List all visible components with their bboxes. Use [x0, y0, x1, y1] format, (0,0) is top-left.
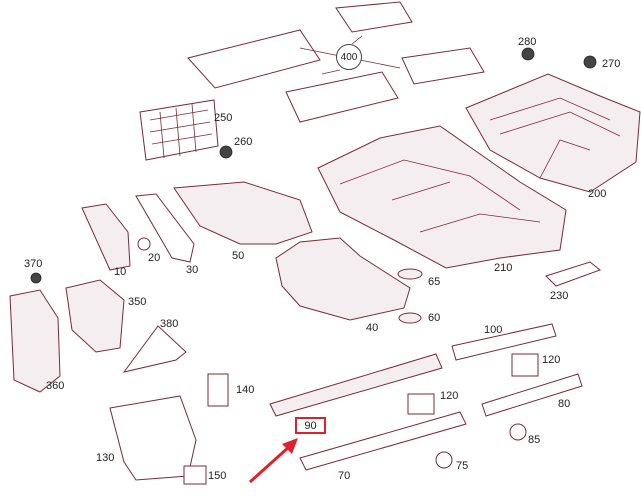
label-80: 80: [558, 398, 571, 410]
label-230: 230: [550, 290, 569, 302]
clip-120a: [511, 353, 539, 377]
label-100: 100: [484, 324, 503, 336]
clamp-230: [545, 261, 602, 287]
sill-plate-70: [299, 411, 467, 471]
label-40: 40: [366, 322, 379, 334]
side-trim-30: [135, 193, 195, 263]
fastener-75: [435, 451, 453, 469]
label-250: 250: [214, 112, 233, 124]
clip-120b: [407, 393, 435, 415]
sill-plate-90: [269, 353, 443, 417]
sill-plate-100: [451, 323, 557, 361]
highlight-box-90: 90: [295, 417, 326, 434]
fastener-85: [509, 423, 527, 441]
label-65: 65: [428, 276, 441, 288]
label-210: 210: [494, 262, 513, 274]
floor-mat-set: [187, 1, 485, 123]
label-50: 50: [232, 250, 245, 262]
wheelhouse-trim-40: [275, 237, 411, 321]
label-150: 150: [208, 470, 227, 482]
label-360: 360: [46, 380, 65, 392]
pad-60: [398, 312, 422, 324]
callout-400: 400: [336, 44, 362, 70]
label-130: 130: [96, 452, 115, 464]
label-85: 85: [528, 434, 541, 446]
fastener-20: [137, 237, 151, 251]
label-60: 60: [428, 312, 441, 324]
floor-carpet: [317, 125, 567, 269]
label-350: 350: [128, 296, 147, 308]
fastener-280: [521, 47, 535, 61]
label-30: 30: [186, 264, 199, 276]
fastener-270: [583, 55, 597, 69]
label-10: 10: [114, 266, 127, 278]
label-200: 200: [588, 188, 607, 200]
fastener-260: [219, 145, 233, 159]
label-75: 75: [456, 460, 469, 472]
trim-360: [9, 289, 61, 393]
label-260: 260: [234, 136, 253, 148]
trunk-mat: [465, 73, 641, 193]
label-120a: 120: [542, 354, 561, 366]
cargo-net: [139, 99, 219, 161]
label-380: 380: [160, 318, 179, 330]
side-trim-50: [173, 181, 313, 245]
side-trim-10: [81, 203, 131, 271]
fastener-370: [30, 272, 42, 284]
label-90: 90: [304, 420, 317, 432]
panel-130: [109, 395, 197, 481]
label-370: 370: [24, 258, 43, 270]
pad-65: [397, 268, 423, 280]
label-280: 280: [518, 36, 537, 48]
sill-plate-80: [481, 373, 583, 417]
label-120b: 120: [440, 390, 459, 402]
clip-140: [207, 373, 229, 407]
clip-150: [183, 465, 207, 485]
pointer-arrow: [248, 438, 298, 484]
label-20: 20: [148, 252, 161, 264]
label-270: 270: [602, 58, 621, 70]
label-140: 140: [236, 384, 255, 396]
trim-350: [65, 279, 125, 353]
label-70: 70: [338, 470, 351, 482]
trim-380: [122, 325, 187, 373]
